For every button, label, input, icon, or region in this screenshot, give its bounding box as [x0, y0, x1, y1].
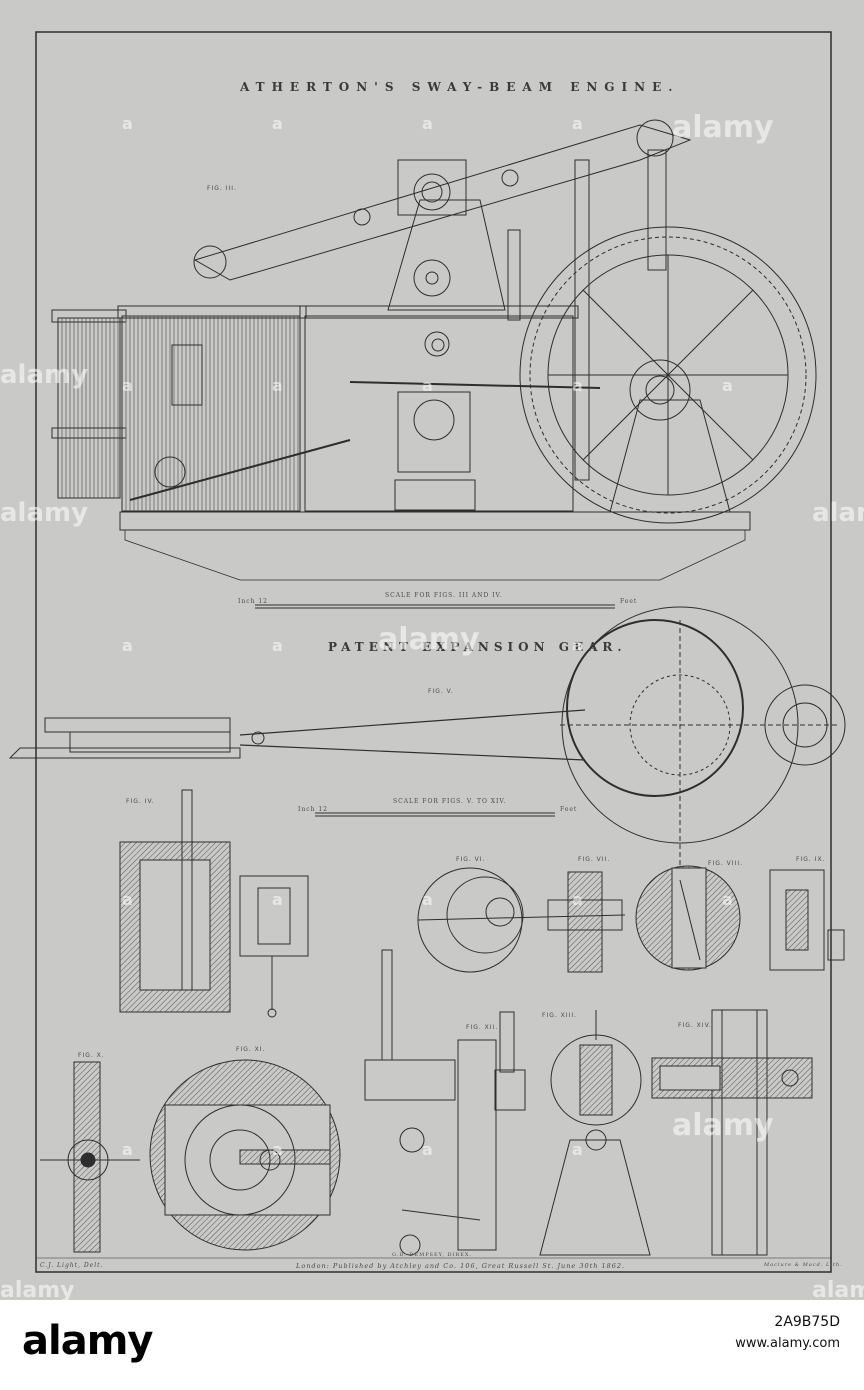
fig-5-label: FIG. V.	[428, 688, 454, 695]
plate-title: ATHERTON'S SWAY-BEAM ENGINE.	[240, 80, 680, 94]
fig-11-label: FIG. XI.	[236, 1046, 266, 1053]
image-id: 2A9B75D	[774, 1314, 840, 1330]
fig-12-label: FIG. XII.	[466, 1024, 499, 1031]
fig-4-label: FIG. IV.	[126, 798, 155, 805]
credit-center: G.D. DEMPSEY, DIREX.	[392, 1252, 473, 1258]
fig-7-label: FIG. VII.	[578, 856, 611, 863]
scale-lower-label: SCALE FOR FIGS. V. TO XIV.	[393, 798, 507, 805]
fig-13-label: FIG. XIII.	[542, 1012, 578, 1019]
scale-lower-right-label: Feet	[560, 806, 578, 813]
site-url[interactable]: www.alamy.com	[735, 1336, 840, 1351]
plate-subtitle: PATENT EXPANSION GEAR.	[328, 640, 627, 654]
fig-3-label: FIG. III.	[207, 185, 237, 192]
scale-upper-left-label: Inch 12	[238, 598, 269, 605]
stock-footer: alamy 2A9B75D www.alamy.com	[0, 1300, 864, 1390]
fig-10-label: FIG. X.	[78, 1052, 105, 1059]
publisher-line: London: Published by Atchley and Co. 106…	[296, 1262, 626, 1270]
credit-left: C.J. Light, Delt.	[40, 1262, 104, 1269]
alamy-logo: alamy	[22, 1318, 153, 1364]
fig-6-label: FIG. VI.	[456, 856, 486, 863]
fig-9-label: FIG. IX.	[796, 856, 826, 863]
fig-8-label: FIG. VIII.	[708, 860, 744, 867]
credit-right: Maclure & Macd. Lith.	[764, 1262, 843, 1268]
fig-14-label: FIG. XIV.	[678, 1022, 712, 1029]
scale-upper-right-label: Feet	[620, 598, 638, 605]
scale-upper-label: SCALE FOR FIGS. III AND IV.	[385, 592, 503, 599]
engine-drawing	[8, 31, 846, 1273]
scale-lower-left-label: Inch 12	[298, 806, 329, 813]
engraving-plate: ATHERTON'S SWAY-BEAM ENGINE. PATENT EXPA…	[0, 0, 864, 1303]
